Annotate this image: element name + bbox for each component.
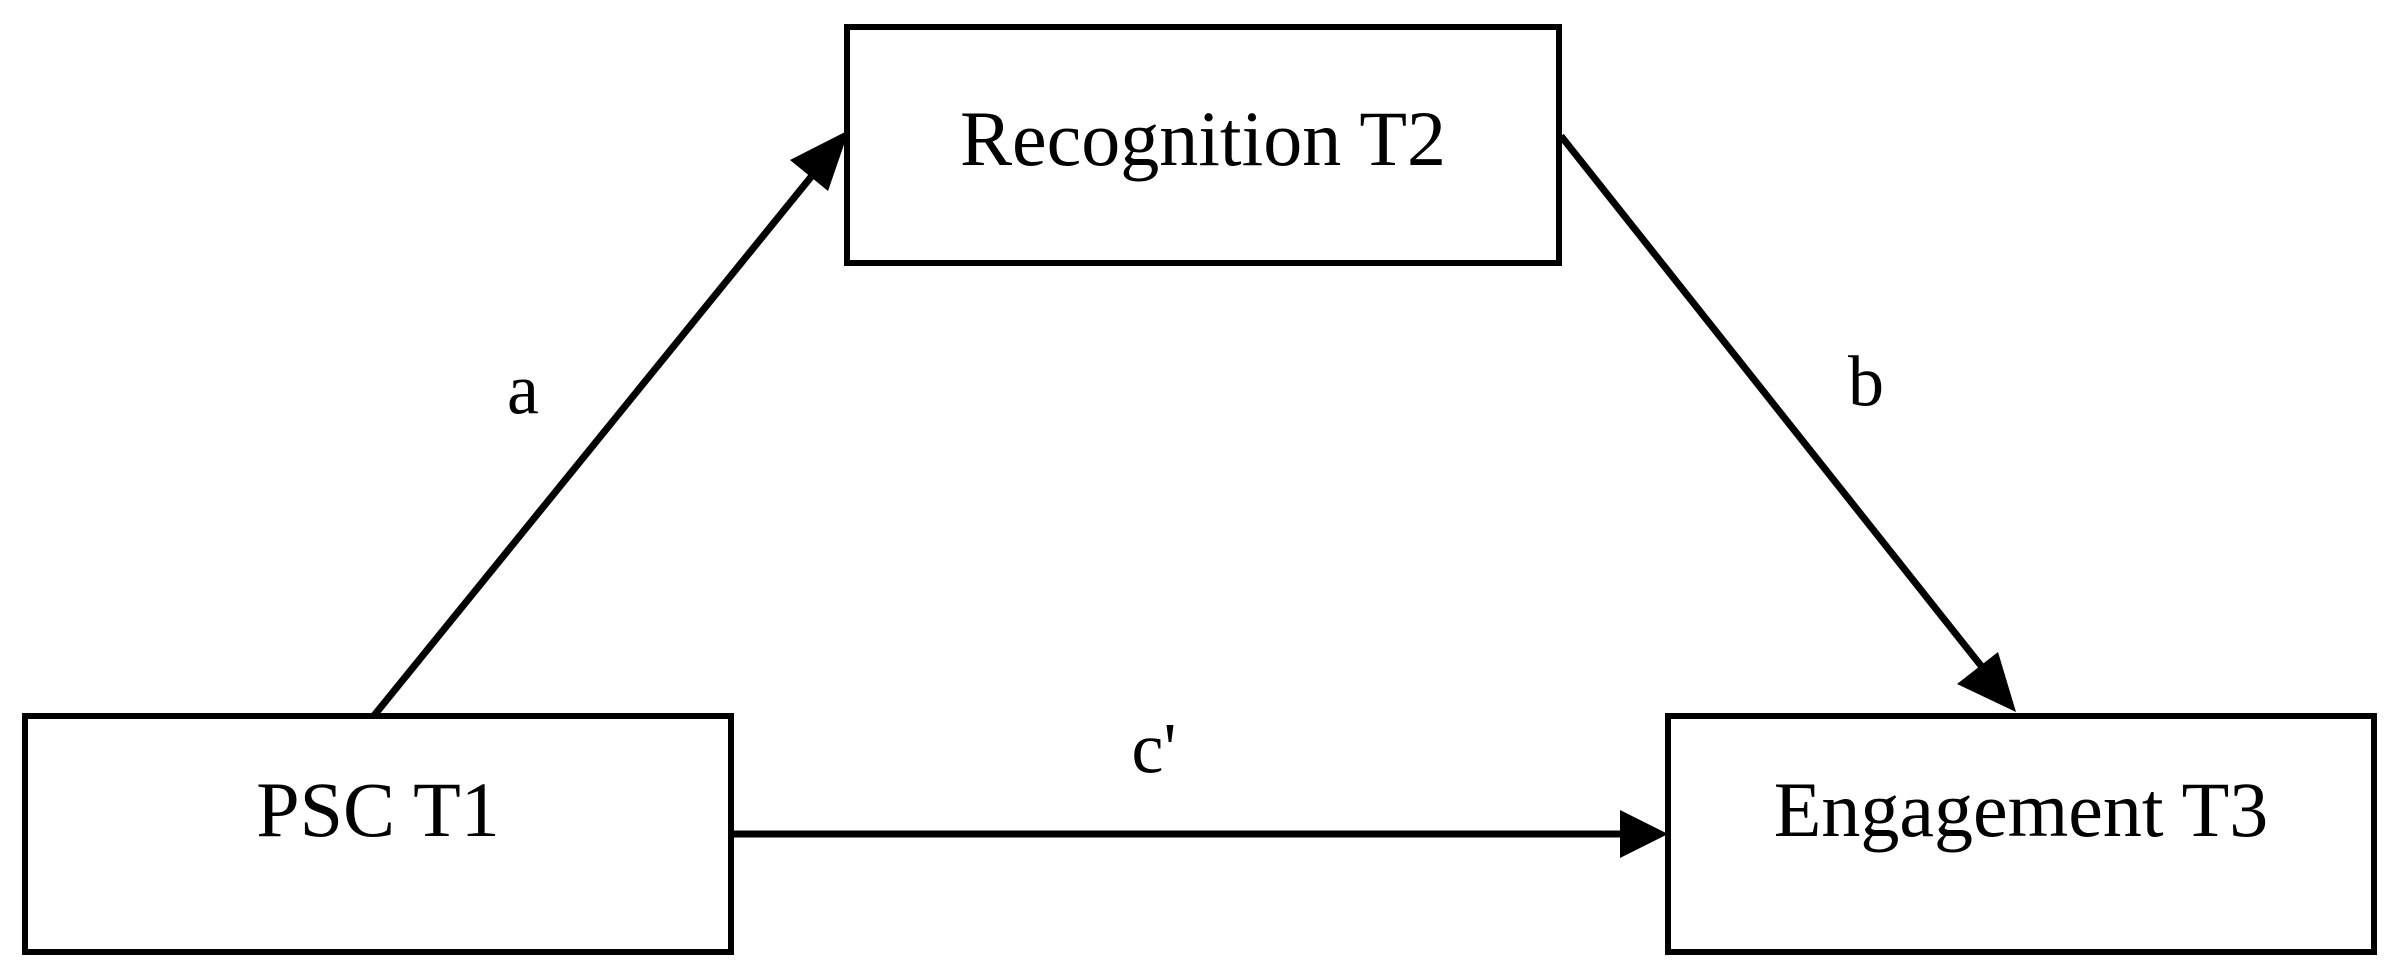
node-psc-t1-box bbox=[22, 713, 734, 955]
node-recognition-t2: Recognition T2 bbox=[844, 24, 1562, 266]
path-a bbox=[369, 130, 849, 721]
path-b-label: b bbox=[1848, 342, 1884, 422]
path-a-line bbox=[369, 169, 818, 721]
path-b-line bbox=[1558, 133, 1985, 670]
path-c-prime-label: c' bbox=[1132, 709, 1177, 789]
node-engagement-t3-label: Engagement T3 bbox=[1774, 766, 2269, 853]
node-engagement-t3-box bbox=[1665, 713, 2377, 955]
path-c-prime bbox=[733, 810, 1668, 858]
node-recognition-t2-box bbox=[844, 24, 1562, 266]
node-psc-t1-label: PSC T1 bbox=[256, 766, 500, 853]
path-a-arrowhead bbox=[790, 130, 849, 191]
path-a-label: a bbox=[507, 350, 539, 430]
path-b-arrowhead bbox=[1957, 652, 2016, 712]
path-b bbox=[1558, 133, 2016, 712]
path-c-prime-arrowhead bbox=[1620, 810, 1668, 858]
node-engagement-t3: Engagement T3 bbox=[1665, 713, 2377, 955]
node-psc-t1: PSC T1 bbox=[22, 713, 734, 955]
node-recognition-t2-label: Recognition T2 bbox=[960, 95, 1446, 182]
